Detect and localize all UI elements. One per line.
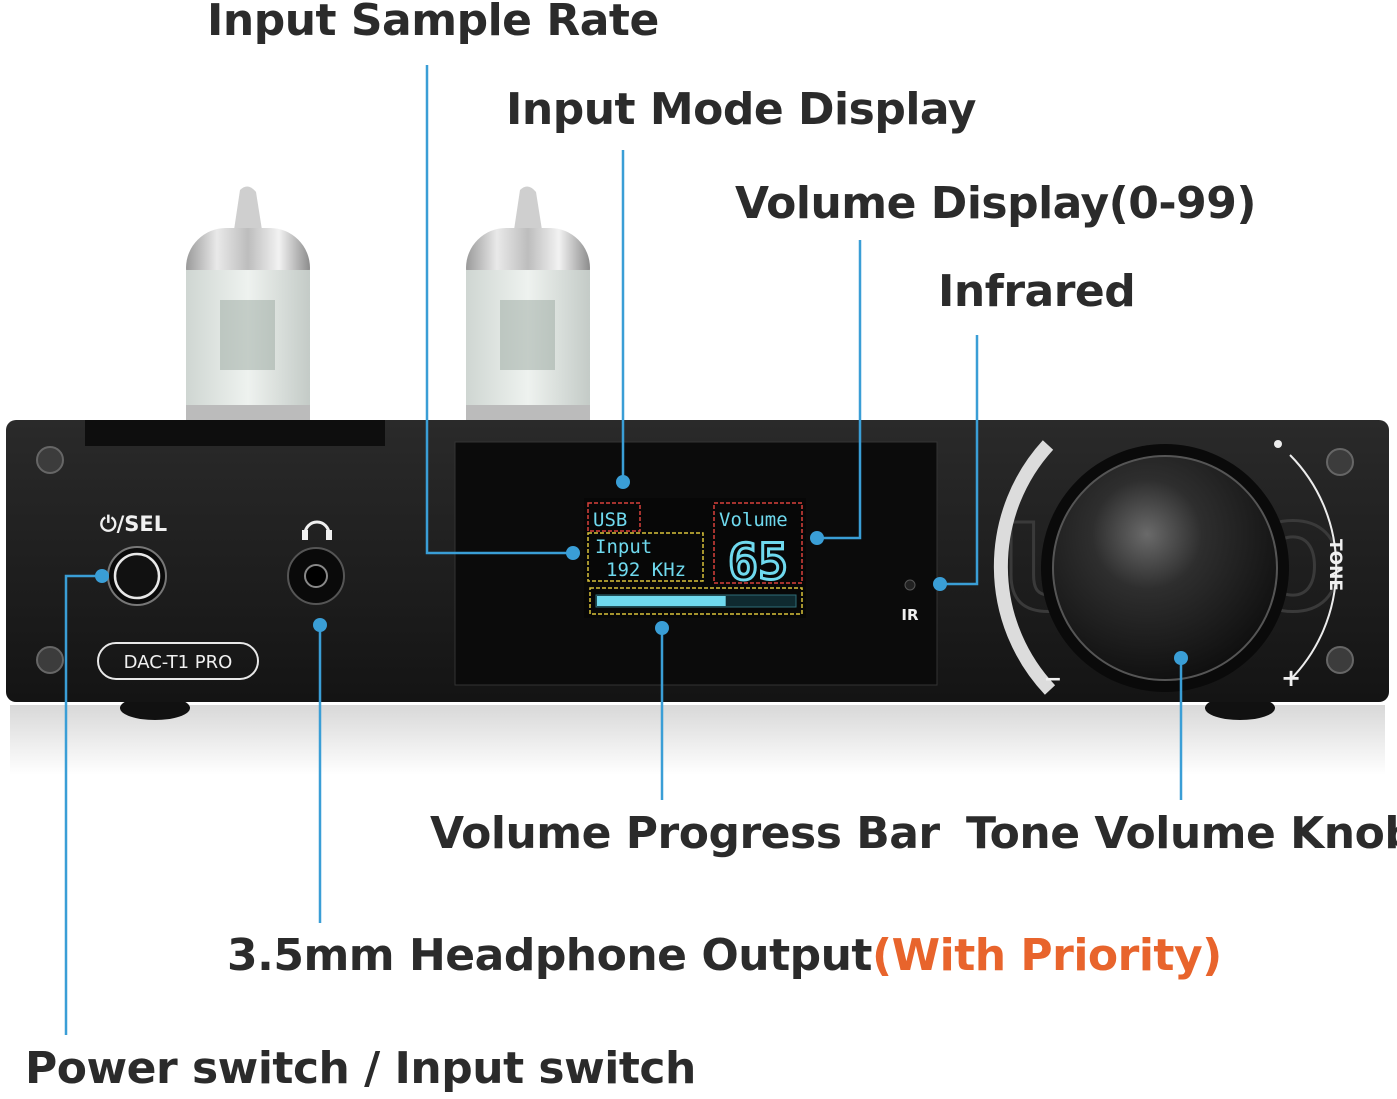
- tone-volume-knob[interactable]: [1052, 455, 1278, 681]
- power-sel-label: ⏻/SEL: [100, 512, 167, 536]
- callout-infrared: Infrared: [938, 266, 1136, 317]
- screen-input-box: [587, 532, 704, 582]
- screen-source: USB: [593, 509, 627, 531]
- leader-volume-display: [817, 240, 862, 540]
- ir-sensor: [904, 579, 916, 591]
- screen-source-box: [587, 502, 641, 532]
- screen-volume-box: [713, 502, 803, 584]
- knob-indicator-dot: [1274, 440, 1282, 448]
- vacuum-tube-right: [466, 186, 590, 425]
- progress-fill: [597, 596, 726, 606]
- screen-volume-value: 65: [728, 533, 788, 591]
- callout-tone-volume-knob: Tone Volume Knob: [966, 808, 1397, 859]
- model-badge: [97, 642, 259, 680]
- model-label: DAC-T1 PRO: [124, 652, 233, 673]
- tube-slot: [85, 420, 385, 446]
- callout-headphone-priority: (With Priority): [871, 930, 1222, 981]
- screen-progress-box: [589, 587, 803, 615]
- knob-arc-left: [993, 440, 1056, 695]
- leader-dots: [95, 475, 1188, 665]
- plus-label: +: [1281, 664, 1301, 692]
- leader-power-input-switch: [64, 574, 102, 1035]
- callout-power-input-switch: Power switch / Input switch: [25, 1043, 696, 1094]
- headphone-icon: [302, 520, 332, 540]
- callout-volume-display: Volume Display(0-99): [735, 178, 1257, 229]
- screen-input-label: Input: [595, 536, 652, 558]
- surface-reflection: [10, 705, 1385, 775]
- vacuum-tube-left: [186, 186, 310, 425]
- power-sel-button-ring[interactable]: [113, 552, 161, 600]
- headphone-jack-hole[interactable]: [304, 564, 328, 588]
- screen-volume-label: Volume: [719, 509, 788, 531]
- screen-sample-rate: 192 KHz: [606, 559, 686, 581]
- leader-infrared: [940, 335, 979, 586]
- callout-input-mode-display: Input Mode Display: [506, 84, 976, 135]
- ir-label: IR: [901, 606, 919, 624]
- callout-input-sample-rate: Input Sample Rate: [207, 0, 659, 46]
- knob-arc-right: [1289, 454, 1338, 681]
- leader-lines: [64, 65, 1183, 1035]
- callout-headphone-output: 3.5mm Headphone Output(With Priority): [227, 930, 1222, 981]
- callout-headphone-output-text: 3.5mm Headphone Output: [227, 930, 872, 981]
- screws: [36, 446, 1354, 674]
- tone-label: TONE: [1325, 539, 1345, 591]
- callout-volume-progress-bar: Volume Progress Bar: [430, 808, 940, 859]
- leader-input-sample-rate: [425, 65, 573, 555]
- minus-label: −: [1044, 667, 1062, 692]
